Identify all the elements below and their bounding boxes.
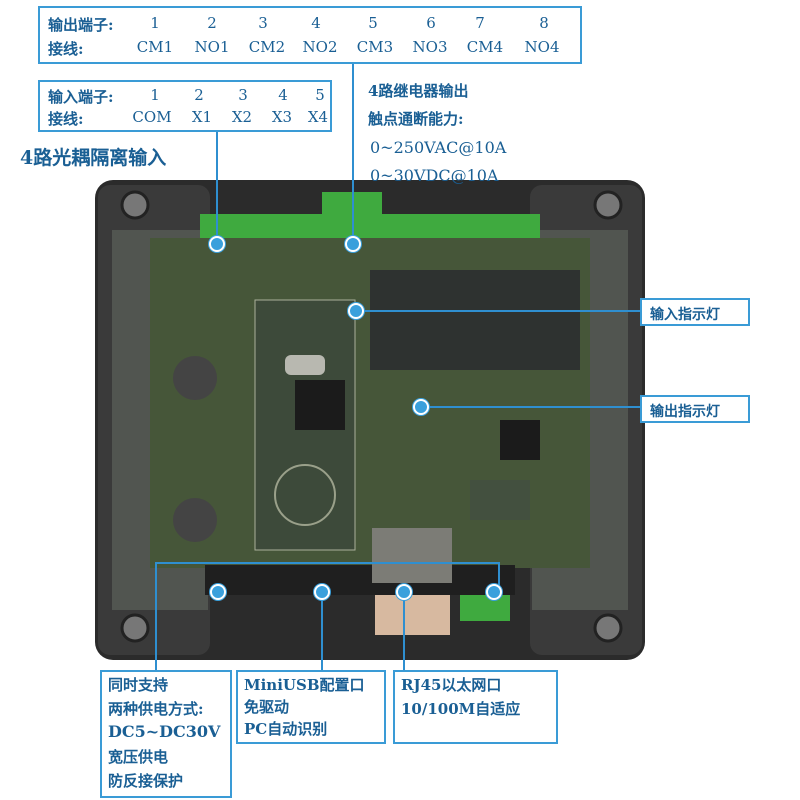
- power-left-dot: [210, 584, 226, 600]
- output-indicator-line: [420, 406, 640, 408]
- output-wiring-cell: NO1: [194, 38, 230, 56]
- output-wiring-cell: CM3: [356, 38, 394, 56]
- ethernet-connector-line: [403, 592, 405, 670]
- output-wiring-cell: NO4: [524, 38, 560, 56]
- output-indicator-dot: [413, 399, 429, 415]
- input-indicator-box: 输入指示灯: [640, 298, 750, 326]
- output-terminal-label: 输出端子:: [48, 16, 114, 34]
- ethernet-info-box: RJ45以太网口 10/100M自适应: [393, 670, 558, 744]
- output-wiring-cell: CM1: [136, 38, 174, 56]
- usb-dot: [314, 584, 330, 600]
- output-wiring-cell: CM4: [466, 38, 504, 56]
- input-terminal-label: 输入端子:: [48, 88, 114, 106]
- input-terminal-number: 3: [238, 86, 248, 104]
- usb-info-line: MiniUSB配置口: [244, 676, 365, 694]
- usb-connector-line: [321, 592, 323, 670]
- usb-info-line: PC自动识别: [244, 720, 328, 738]
- usb-info-box: MiniUSB配置口 免驱动 PC自动识别: [236, 670, 386, 744]
- output-indicator-box: 输出指示灯: [640, 395, 750, 423]
- usb-info-line: 免驱动: [244, 698, 290, 716]
- output-terminal-number: 3: [258, 14, 268, 32]
- relay-output-subtitle: 触点通断能力:: [368, 110, 464, 128]
- output-wiring-cell: NO2: [302, 38, 338, 56]
- input-wiring-cell: X1: [191, 108, 213, 126]
- input-indicator-label: 输入指示灯: [650, 307, 720, 323]
- power-info-line: DC5~DC30V: [108, 722, 221, 741]
- output-terminal-number: 6: [426, 14, 436, 32]
- ethernet-info-line: 10/100M自适应: [401, 700, 521, 718]
- input-terminal-number: 4: [278, 86, 288, 104]
- input-wiring-label: 接线:: [48, 110, 84, 128]
- output-wiring-cell: CM2: [248, 38, 286, 56]
- output-wiring-label: 接线:: [48, 40, 84, 58]
- output-indicator-label: 输出指示灯: [650, 404, 720, 420]
- input-terminal-number: 1: [150, 86, 160, 104]
- output-terminal-number: 5: [368, 14, 378, 32]
- input-indicator-line: [355, 310, 640, 312]
- power-right-dot: [486, 584, 502, 600]
- output-terminal-number: 7: [475, 14, 485, 32]
- output-terminal-number: 2: [207, 14, 217, 32]
- ethernet-info-line: RJ45以太网口: [401, 676, 502, 694]
- output-terminal-number: 8: [539, 14, 549, 32]
- input-terminal-number: 5: [315, 86, 325, 104]
- output-terminal-number: 4: [311, 14, 321, 32]
- input-connector-line: [216, 132, 218, 244]
- output-terminal-dot: [345, 236, 361, 252]
- power-info-line: 两种供电方式:: [108, 700, 204, 718]
- power-info-line: 宽压供电: [108, 748, 169, 766]
- input-terminal-dot: [209, 236, 225, 252]
- output-terminal-box: 输出端子: 1 2 3 4 5 6 7 8 接线: CM1 NO1 CM2 NO…: [38, 6, 582, 64]
- relay-spec-ac: 0~250VAC@10A: [370, 138, 507, 157]
- input-wiring-cell: X2: [231, 108, 253, 126]
- power-info-box: 同时支持 两种供电方式: DC5~DC30V 宽压供电 防反接保护: [100, 670, 232, 798]
- input-wiring-cell: X3: [271, 108, 293, 126]
- output-wiring-cell: NO3: [412, 38, 448, 56]
- ethernet-dot: [396, 584, 412, 600]
- input-terminal-box: 输入端子: 1 2 3 4 5 接线: COM X1 X2 X3 X4: [38, 80, 332, 132]
- power-bracket-left: [155, 562, 157, 670]
- output-connector-line: [352, 64, 354, 244]
- power-bracket-top: [155, 562, 500, 564]
- input-title: 4路光耦隔离输入: [20, 147, 167, 169]
- power-info-line: 防反接保护: [108, 772, 184, 790]
- relay-spec-dc: 0~30VDC@10A: [370, 166, 499, 185]
- output-terminal-number: 1: [150, 14, 160, 32]
- input-wiring-cell: X4: [307, 108, 329, 126]
- input-terminal-number: 2: [194, 86, 204, 104]
- power-bracket-right: [498, 562, 500, 592]
- input-wiring-cell: COM: [132, 108, 172, 126]
- relay-output-title: 4路继电器输出: [368, 82, 469, 100]
- power-info-line: 同时支持: [108, 676, 169, 694]
- input-indicator-dot: [348, 303, 364, 319]
